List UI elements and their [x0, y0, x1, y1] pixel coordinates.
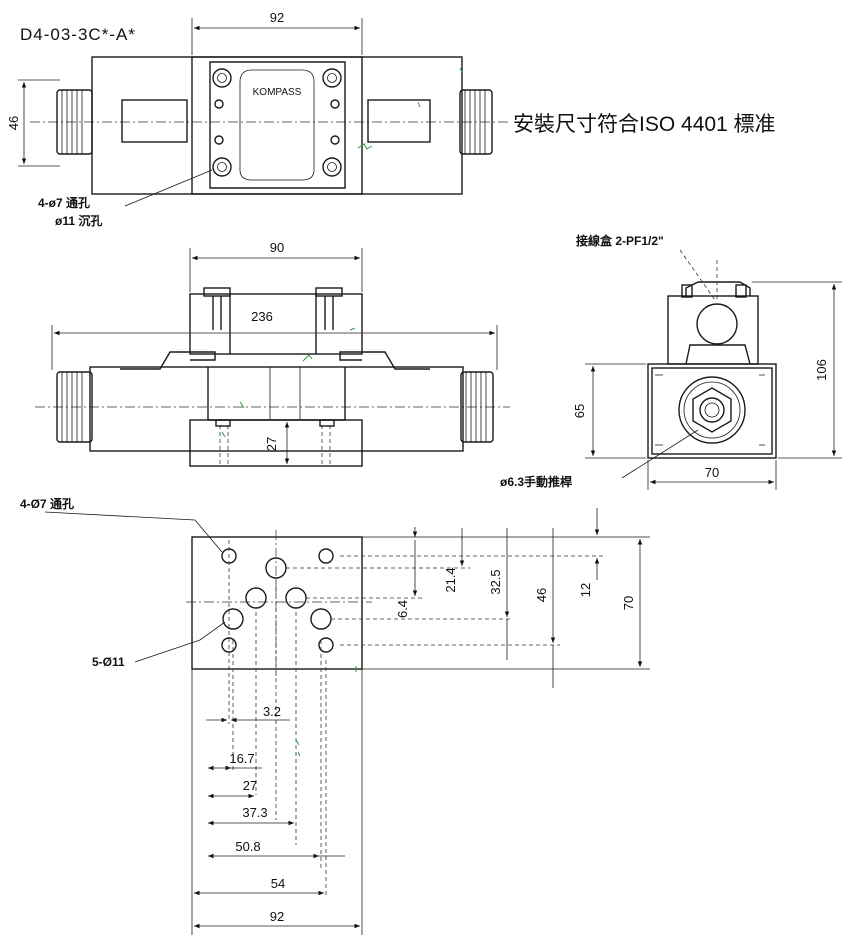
dim-front-height: 27: [264, 422, 290, 464]
port-t2: [310, 608, 332, 630]
dim-side-width-text: 70: [705, 465, 719, 480]
dim-base-v1: 6.4: [395, 600, 410, 618]
side-view-body: [647, 363, 777, 459]
dim-side-height-text: 106: [814, 359, 829, 381]
dim-front-overall: 236: [51, 308, 498, 370]
dim-base-h1: 3.2: [263, 704, 281, 719]
iso-note: 安裝尺寸符合ISO 4401 標准: [513, 113, 776, 136]
dim-front-width: 90: [189, 240, 363, 292]
dim-side-body: 65: [572, 363, 646, 459]
through-holes-top-label: 4-ø7 通孔: [38, 195, 90, 210]
dim-top-width: 92: [191, 10, 363, 55]
dim-base-h2: 16.7: [229, 751, 254, 766]
dim-side-height: 106: [752, 281, 842, 459]
dim-base-h7: 92: [270, 909, 284, 924]
front-view-body: [89, 366, 464, 452]
dim-base-v5: 12: [578, 583, 593, 597]
ports-label: 5-Ø11: [92, 655, 125, 669]
dim-front-width-text: 90: [270, 240, 284, 255]
front-view: [35, 287, 510, 467]
manual-pin-label: ø6.3手動推桿: [500, 474, 572, 489]
side-view: ø6.3手動推桿 接線盒 2-PF1/2": [500, 233, 777, 489]
dim-base-h6: 54: [271, 876, 285, 891]
bolt-hole-2: [318, 548, 334, 564]
dim-top-width-text: 92: [270, 10, 284, 25]
dim-base-h4: 37.3: [242, 805, 267, 820]
dim-side-width: 70: [647, 460, 777, 490]
through-holes-base-label: 4-Ø7 通孔: [20, 496, 74, 511]
dim-front-overall-text: 236: [251, 309, 273, 324]
counterbore-label: ø11 沉孔: [55, 213, 102, 228]
dim-base-h5: 50.8: [235, 839, 260, 854]
port-t1: [222, 608, 244, 630]
dim-base-v2: 21.4: [443, 567, 458, 592]
port-b: [285, 587, 307, 609]
dim-top-height: 46: [6, 79, 60, 167]
mounting-plate-outline: [191, 536, 363, 670]
bolt-hole-4: [318, 637, 334, 653]
top-view-center-block: [191, 56, 363, 195]
side-view-junction-box: [667, 295, 759, 365]
model-code: D4-03-3C*-A*: [20, 25, 136, 44]
junction-box-label: 接線盒 2-PF1/2": [576, 233, 664, 248]
dim-top-height-text: 46: [6, 116, 21, 130]
dim-base-v3: 32.5: [488, 569, 503, 594]
dim-base-v6: 70: [621, 596, 636, 610]
mounting-plate: 4-Ø7 通孔 5-Ø11: [20, 496, 650, 935]
dim-base-horizontal: 3.2 16.7 27 37.3 50.8 54 92: [194, 704, 360, 929]
dim-base-vertical: 6.4 21.4 32.5 46 12 70: [395, 508, 643, 688]
dim-front-height-text: 27: [264, 437, 279, 451]
brand-label: KOMPASS: [253, 87, 302, 98]
dim-base-v4: 46: [534, 588, 549, 602]
top-view-body: [91, 56, 463, 195]
dim-base-h3: 27: [243, 778, 257, 793]
port-a: [245, 587, 267, 609]
dim-side-body-text: 65: [572, 404, 587, 418]
front-view-top-block: [189, 293, 363, 355]
top-view: KOMPASS 4-ø7 通孔 ø11 沉孔: [30, 56, 510, 228]
